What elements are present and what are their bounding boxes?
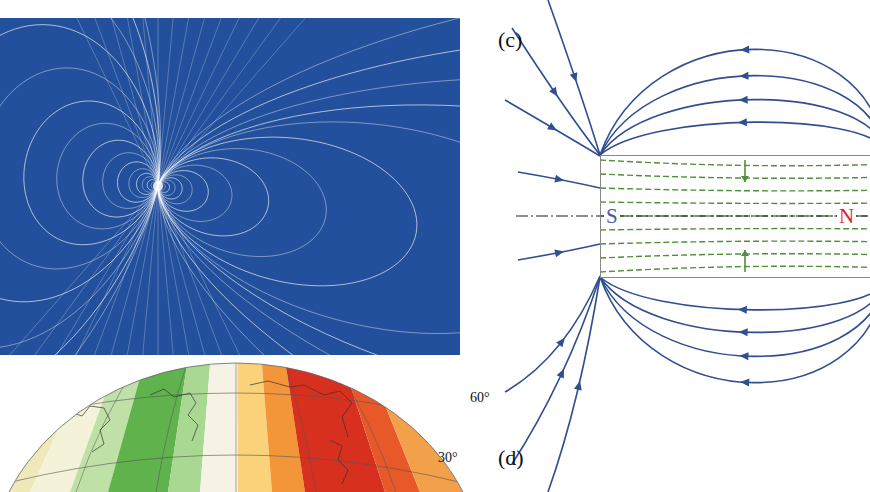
field-arrowhead [738,328,747,336]
field-line [600,100,870,155]
magnet-field-lines [505,0,870,492]
magnet-interior-line [600,188,870,191]
magnet-interior-line [600,229,870,230]
latitude-label: 60° [470,390,490,405]
meridian [236,360,237,492]
field-line [0,18,159,348]
field-arrowhead [738,96,747,104]
meridian [76,360,140,492]
field-line [600,277,870,383]
magnetization-arrowhead [741,176,749,182]
coastline [330,440,348,484]
field-line [600,277,870,356]
space-background [0,18,460,355]
open-field-line [137,18,181,355]
pole-label: S [604,205,620,228]
meridian [284,360,316,492]
field-line [158,18,460,355]
field-line [600,122,870,155]
field-arrowhead [557,367,568,379]
field-line [158,137,417,286]
field-line [548,0,600,155]
field-arrowhead [556,335,568,347]
field-arrowhead [554,248,564,258]
magnet-interior-line [600,254,870,258]
open-field-line [57,18,250,355]
open-field-line [33,18,297,355]
coastline [60,406,110,452]
field-arrowhead [570,72,580,83]
map-color-band [200,355,238,492]
field-line [600,277,870,310]
field-arrowhead [738,306,747,314]
field-arrowhead [547,122,559,133]
latitude-label: 30° [438,450,458,465]
meridian [0,360,92,492]
panel-label: (d) [498,446,524,470]
field-arrowhead [740,45,749,54]
magnet-interior-line [600,202,870,203]
open-field-line [0,18,353,355]
coastline [250,381,352,437]
field-arrowhead [549,87,561,99]
field-line [512,28,600,155]
bar-magnet: SN [600,155,870,278]
earth [153,181,163,191]
field-line [0,68,158,269]
open-field-line [111,18,199,355]
open-field-line [0,18,369,355]
magnet-interior-line [600,160,870,166]
field-arrowhead [554,175,564,185]
meridian [380,360,476,492]
parallel [0,393,490,428]
open-field-line [45,18,260,355]
map-outline [0,363,486,492]
open-field-line [76,18,250,355]
open-field-line [106,18,215,355]
field-line [512,277,600,464]
field-line [0,25,159,302]
world-map [0,355,500,492]
open-field-line [67,18,260,355]
magnet-axis [516,215,870,216]
open-field-line [45,18,259,355]
field-arrowhead [739,352,748,360]
meridian [156,360,188,492]
field-arrowhead [740,378,749,387]
meridian [332,360,396,492]
field-line [158,122,460,334]
magnet-interior-line [600,241,870,244]
field-arrowhead [574,380,584,391]
magnet-interior-line [600,266,870,272]
field-line [505,100,600,156]
panel-label: (c) [498,28,522,52]
coastline [150,389,198,441]
field-line [505,276,600,392]
field-arrowhead [738,118,747,126]
magnetization-arrowhead [741,250,749,256]
field-line [158,78,460,355]
earth-field-lines [0,18,460,355]
field-line [518,244,600,260]
open-field-line [129,18,184,355]
parallel [0,455,490,490]
magnet-interior-line [600,174,870,178]
field-arrowhead [739,72,748,80]
open-field-line [20,18,311,355]
map-color-band [365,355,500,492]
field-line [600,76,870,155]
pole-label: N [837,205,856,228]
field-line [518,172,600,188]
field-line [0,18,160,355]
field-line [600,49,870,155]
field-line [600,277,870,332]
